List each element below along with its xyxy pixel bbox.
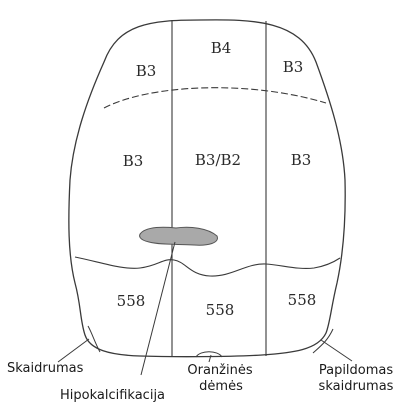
zone-label-bottom-center: 558: [206, 301, 235, 319]
zone-label-mid-right: B3: [291, 151, 312, 169]
leader-extra-translucency: [321, 340, 352, 361]
zone-label-top-left: B3: [136, 62, 157, 80]
leader-hypocalcification: [141, 242, 175, 375]
zone-label-mid-left: B3: [123, 152, 144, 170]
callout-hypocalcification: Hipokalcifikacija: [60, 388, 165, 403]
lower-band-border: [75, 257, 340, 276]
zone-label-top-right: B3: [283, 58, 304, 76]
callout-orange-spots-line1: Oranžinės: [187, 363, 252, 378]
upper-band-border: [104, 88, 326, 108]
leader-translucency: [58, 339, 89, 362]
zone-label-bottom-right: 558: [288, 291, 317, 309]
callout-orange-spots-line2: dėmės: [199, 379, 243, 394]
callout-translucency: Skaidrumas: [7, 361, 84, 376]
zone-label-bottom-left: 558: [117, 292, 146, 310]
zone-label-mid-center: B3/B2: [195, 151, 241, 169]
zone-label-top-center: B4: [211, 39, 232, 57]
callout-extra-translucency-line2: skaidrumas: [319, 379, 394, 394]
hypocalcification-lesion: [140, 227, 218, 245]
callout-extra-translucency-line1: Papildomas: [319, 363, 394, 378]
edge-notch-left: [88, 326, 100, 352]
